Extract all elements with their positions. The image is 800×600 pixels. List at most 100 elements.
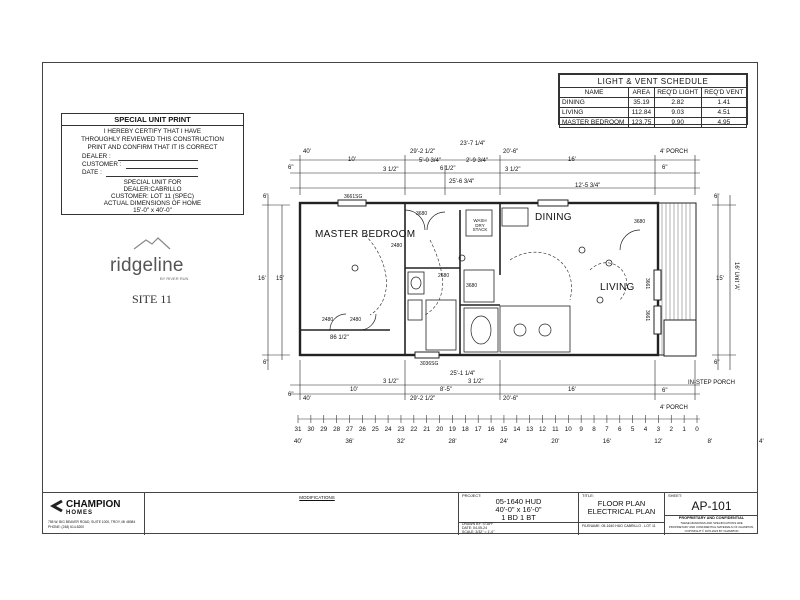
dim-bottom-10: 10'	[350, 387, 358, 393]
dealer-label: DEALER :	[82, 153, 111, 160]
scale-number: 7	[605, 426, 609, 433]
cert-line-2: THROUGHLY REVIEWED THIS CONSTRUCTION	[81, 136, 224, 143]
scale-ruler	[297, 415, 700, 423]
dim-right-16: 16' Unit 'A'	[733, 262, 739, 291]
scale-number: 5	[630, 426, 635, 433]
scale-number: 17	[474, 426, 482, 433]
window-tag-1: 3661SG	[344, 194, 363, 200]
special-unit-title: SPECIAL UNIT PRINT	[114, 115, 191, 124]
sheet-cell: SHEET: AP-101 PROPRIETARY AND CONFIDENTI…	[664, 493, 758, 535]
scale-feet-label: 40'	[293, 438, 303, 445]
scale-number: 29	[320, 426, 328, 433]
scale-feet-label: 24'	[499, 438, 509, 445]
dim-top-25: 25'-6 3/4"	[449, 179, 475, 185]
scale-number: 13	[526, 426, 534, 433]
scale-number: 31	[294, 426, 302, 433]
dim-bottom-3a: 3 1/2"	[383, 379, 399, 385]
scale-number: 6	[618, 426, 622, 433]
company-name: CHAMPION	[66, 499, 121, 510]
scale-number: 23	[397, 426, 405, 433]
project-line-1: 05-1640 HUD	[495, 497, 542, 506]
dim-top-23: 23'-7 1/4"	[460, 141, 486, 147]
dim-top-5: 5'-0 3/4"	[419, 158, 441, 164]
prop-line-3: COPYRIGHT © 1976-2024 BY CHAMPION	[684, 529, 739, 533]
dim-bottom-25: 25'-1 1/4"	[450, 371, 476, 377]
scale-number: 10	[564, 426, 572, 433]
window-tag-4: 3661	[644, 310, 650, 322]
scale-number: 3	[656, 426, 661, 433]
window-tag-2: 3036SG	[420, 361, 439, 367]
dim-bottom-porch: 4' PORCH	[660, 405, 688, 411]
scale-number: 1	[682, 426, 686, 433]
proprietary-label: PROPRIETARY AND CONFIDENTIAL	[678, 516, 745, 520]
door-tag-4: 2480	[350, 317, 362, 323]
title-label: TITLE:	[582, 493, 595, 498]
scale-feet-label: 28'	[448, 438, 457, 445]
dim-top-3a: 3 1/2"	[383, 167, 399, 173]
sheet-border	[42, 62, 758, 534]
champion-logo-icon	[50, 499, 63, 513]
for-line-3: CUSTOMER: LOT 11 (SPEC)	[111, 193, 194, 200]
company-phone: PHONE: (248) 614-8200	[48, 525, 85, 529]
for-line-2: DEALER:CABRILLO	[123, 186, 182, 193]
title-block: CHAMPION HOMES 755 W. BIG BEAVER ROAD, S…	[42, 492, 758, 535]
scale-number: 24	[384, 426, 392, 433]
dim-left-16: 16'	[258, 276, 266, 282]
mountain-logo-icon	[133, 237, 171, 250]
dim-top-6: 6 1/2"	[440, 166, 456, 172]
dim-top-3b: 3 1/2"	[505, 167, 521, 173]
cert-line-3: PRINT AND CONFIRM THAT IT IS CORRECT	[87, 144, 218, 151]
door-tag-5: 2680	[438, 273, 450, 279]
scale-feet-label: 36'	[345, 438, 354, 445]
scale-number: 19	[448, 426, 456, 433]
company-address: 755 W. BIG BEAVER ROAD, SUITE 1000, TROY…	[48, 520, 136, 524]
project-cell: PROJECT: 05-1640 HUD 40'-0" x 16'-0" 1 B…	[458, 493, 578, 535]
project-line-3: 1 BD 1 BT	[501, 513, 536, 522]
dim-bottom-6a: 6"	[288, 392, 294, 398]
filename: FILENAME: 05-1640 HUD CABRILLO - LOT 11	[582, 524, 656, 528]
modifications-cell: MODIFICATIONS	[144, 493, 489, 535]
for-line-1: SPECIAL UNIT FOR	[123, 179, 182, 186]
dim-left-6a: 6"	[263, 194, 269, 200]
light-vent-schedule: LIGHT & VENT SCHEDULE NAME AREA REQ'D LI…	[558, 73, 748, 128]
dim-right-6b: 6"	[714, 360, 720, 366]
scale-number: 20	[436, 426, 444, 433]
dim-bottom-3b: 3 1/2"	[468, 379, 484, 385]
door-tag-1: 3680	[416, 211, 428, 217]
door-tag-6: 2480	[391, 243, 403, 249]
for-line-4: ACTUAL DIMENSIONS OF HOME	[103, 200, 202, 207]
project-line-2: 40'-0" x 16'-0"	[495, 505, 542, 514]
for-line-5: 15'-0" x 40'-0"	[133, 207, 172, 214]
scale-feet-label: 12'	[654, 438, 663, 445]
site-label: SITE 11	[132, 292, 172, 306]
dim-top-40: 40'	[303, 149, 311, 155]
dim-top-20: 20'-6"	[503, 149, 519, 155]
scale-number: 22	[410, 426, 418, 433]
scale-number: 21	[423, 426, 431, 433]
scale-number: 4	[643, 426, 648, 433]
window-tag-3: 3661	[644, 278, 650, 290]
scale-feet-label: 4'	[758, 438, 764, 445]
company-sub: HOMES	[66, 510, 94, 516]
special-unit-box: SPECIAL UNIT PRINT I HEREBY CERTIFY THAT…	[61, 113, 244, 215]
title-cell: TITLE: FLOOR PLAN ELECTRICAL PLAN FILENA…	[578, 493, 664, 535]
dim-bottom-29: 29'-2 1/2"	[410, 396, 436, 402]
dim-bottom-86: 86 1/2"	[330, 335, 349, 341]
sheet-label: SHEET:	[668, 493, 683, 498]
schedule-cell: 4.95	[700, 117, 748, 128]
schedule-cell: MASTER BEDROOM	[558, 117, 630, 128]
scale-feet-label: 20'	[551, 438, 560, 445]
dim-top-12: 12'-5 3/4"	[575, 183, 601, 189]
scale-number: 18	[461, 426, 469, 433]
scale-number: 27	[345, 426, 353, 433]
prop-line-2: PROPRIETARY AND CONFIDENTIAL MATERIALS O…	[668, 525, 755, 529]
dim-bottom-6b: 6"	[662, 388, 668, 394]
scale-number: 30	[307, 426, 315, 433]
scale-number: 28	[333, 426, 341, 433]
door-tag-2: 3680	[634, 219, 646, 225]
prop-line-1: THESE DRAWINGS AND SPECIFICATIONS ARE	[680, 521, 743, 525]
drawn-scale: SCALE: 3/32" = 1'-0"	[462, 530, 495, 534]
scale-number: 14	[513, 426, 521, 433]
